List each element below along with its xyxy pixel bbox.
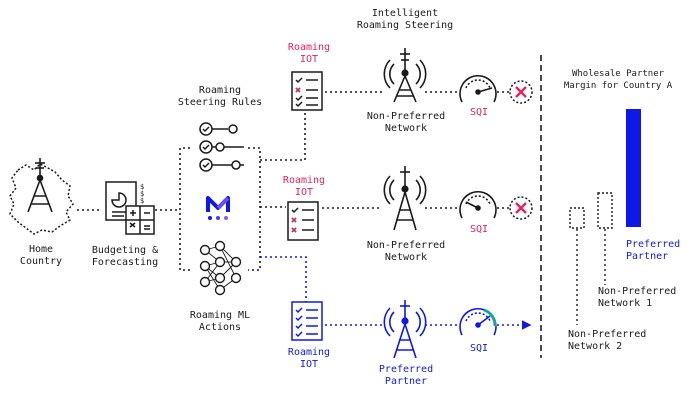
logo-icon: [206, 196, 230, 220]
blocked-icon: [509, 80, 533, 104]
bar-preferred-partner: [626, 109, 641, 227]
checklist-icon: [291, 71, 323, 111]
steering-rules-label: Roaming Steering Rules: [177, 85, 263, 108]
non-preferred-network-label: Non-Preferred Network: [366, 240, 446, 263]
toggle-rules-icon: [199, 122, 244, 172]
roaming-iot-label: Roaming IOT: [287, 42, 331, 65]
bar-label-non-preferred-1: Non-Preferred Network 1: [598, 286, 677, 309]
roaming-iot-label: Roaming IOT: [287, 347, 331, 370]
home-country-label: Home Country: [19, 244, 63, 267]
svg-text:$: $: [140, 183, 144, 191]
bar-label-non-preferred-2: Non-Preferred Network 2: [568, 329, 647, 352]
sqi-label: SQI: [469, 107, 489, 118]
budgeting-label: Budgeting & Forecasting: [91, 245, 159, 268]
ml-actions-label: Roaming ML Actions: [189, 310, 251, 333]
tower-icon: [27, 158, 53, 213]
sqi-label: SQI: [469, 343, 489, 354]
connector-lines: [77, 55, 542, 358]
gauge-icon: [459, 191, 497, 219]
bar-label-preferred: Preferred Partner: [626, 239, 681, 262]
tower-icon: [383, 166, 427, 231]
neural-net-icon: [199, 240, 242, 296]
tower-icon: [383, 48, 427, 103]
roaming-iot-label: Roaming IOT: [282, 175, 326, 198]
calculator-icon: [105, 181, 155, 235]
margin-bars: [569, 109, 641, 325]
bar-non-preferred-1: [597, 192, 613, 229]
checklist-icon: [291, 301, 323, 341]
svg-text:$: $: [140, 190, 144, 198]
gauge-icon: [459, 75, 497, 103]
gauge-icon: [459, 308, 497, 336]
non-preferred-network-label: Non-Preferred Network: [366, 111, 446, 134]
map-tower-icon: [9, 163, 74, 235]
svg-text:$: $: [140, 197, 144, 205]
blocked-icon: [509, 196, 533, 220]
preferred-partner-label: Preferred Partner: [378, 364, 434, 387]
intelligent-steering-label: Intelligent Roaming Steering: [356, 8, 454, 31]
dollar-icon: $ $ $: [140, 183, 144, 205]
checklist-x-marks: [291, 87, 301, 233]
bar-non-preferred-2: [569, 207, 585, 229]
tower-icon: [383, 300, 427, 359]
sqi-label: SQI: [469, 224, 489, 235]
margin-title: Wholesale Partner Margin for Country A: [563, 69, 673, 91]
